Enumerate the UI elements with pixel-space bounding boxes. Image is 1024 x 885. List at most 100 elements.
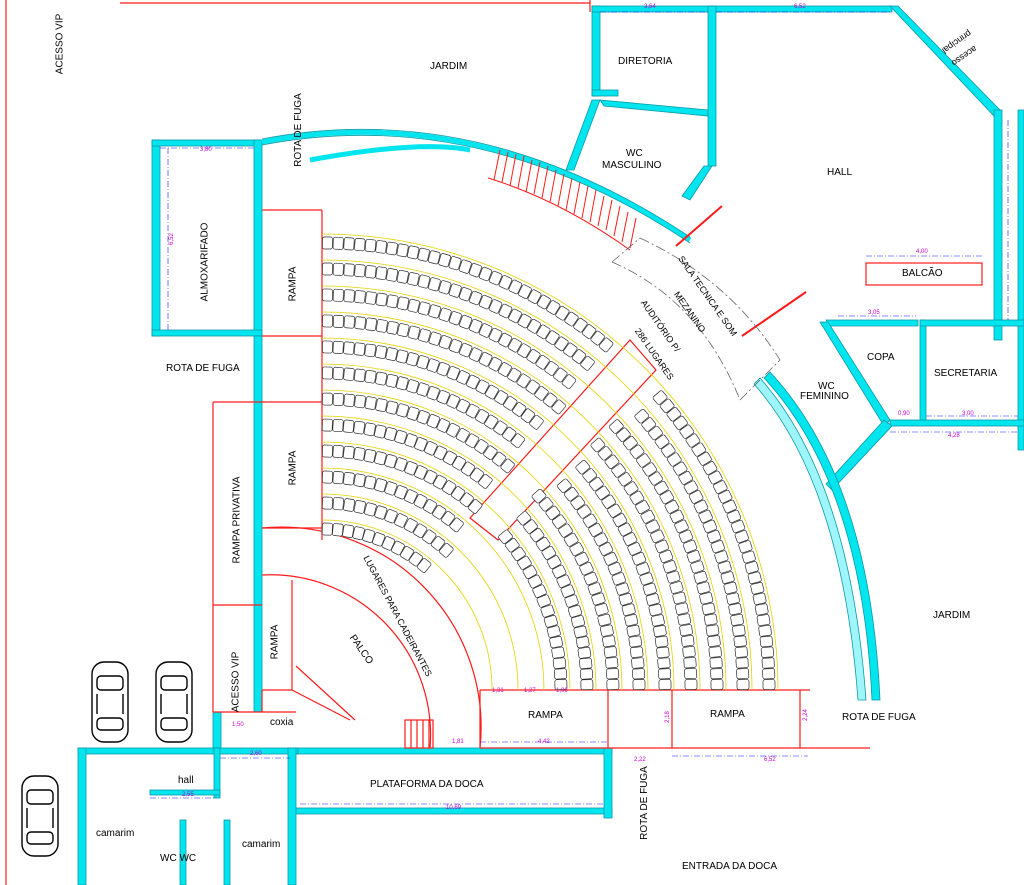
seat: [564, 311, 579, 327]
seat: [342, 419, 355, 433]
seat: [690, 560, 705, 574]
seat: [679, 624, 693, 637]
seat: [332, 471, 344, 485]
seat: [682, 646, 696, 658]
seating-rows: [321, 233, 779, 691]
seat: [560, 584, 575, 598]
seat: [322, 236, 333, 250]
seat: [426, 386, 440, 401]
seat: [354, 290, 366, 304]
seat: [608, 419, 624, 434]
seat: [546, 300, 561, 315]
property-boundary: [5, 0, 591, 885]
seat: [611, 463, 626, 478]
seat: [428, 277, 441, 292]
seat: [468, 290, 483, 306]
seat: [527, 289, 542, 304]
seat: [632, 668, 646, 680]
seat: [579, 561, 594, 576]
walls: [77, 5, 1024, 885]
seat: [744, 561, 759, 574]
seat: [406, 352, 419, 367]
seat: [396, 243, 409, 258]
seat: [750, 582, 765, 595]
seat: [500, 458, 515, 474]
seat: [588, 522, 603, 537]
seat: [502, 426, 517, 442]
seat: [684, 679, 698, 690]
seat: [321, 418, 333, 432]
seat: [580, 355, 595, 371]
seat: [404, 433, 418, 448]
label-wc-masculino-1: WC: [626, 148, 643, 159]
seat: [534, 386, 549, 401]
seat: [602, 635, 616, 648]
seat: [529, 414, 544, 430]
seat: [404, 489, 418, 504]
seat: [657, 657, 671, 669]
seat: [510, 433, 525, 449]
seat: [332, 523, 344, 537]
seat: [629, 490, 645, 505]
seat: [545, 330, 560, 346]
seat: [651, 614, 665, 627]
label-rampa-privativa: RAMPA PRIVATIVA: [231, 476, 243, 564]
seat: [375, 371, 388, 386]
seat: [616, 427, 631, 442]
seat: [587, 582, 602, 596]
seat: [413, 493, 428, 509]
seat: [372, 532, 386, 547]
dimension-lines: [150, 11, 1018, 805]
seat: [575, 459, 591, 475]
seat: [396, 376, 409, 391]
seat: [448, 256, 462, 271]
seat: [702, 519, 718, 534]
seat: [517, 313, 532, 329]
label-almoxarifado: ALMOXARIFADO: [199, 222, 211, 302]
seat: [734, 530, 749, 544]
seat: [475, 379, 490, 395]
seat: [406, 406, 420, 421]
seat: [386, 294, 399, 309]
seat: [682, 539, 698, 553]
seat: [426, 358, 440, 373]
label-coxia: coxia: [270, 717, 294, 728]
seat: [623, 481, 639, 496]
seat: [597, 446, 613, 461]
dim-label: 2,22: [634, 757, 646, 763]
seat: [508, 308, 522, 324]
seat: [612, 513, 628, 528]
seat-row-guide: [321, 519, 493, 691]
seat: [417, 247, 430, 262]
seat: [538, 497, 554, 512]
seat: [494, 390, 509, 405]
seat: [551, 399, 566, 415]
seat: [391, 540, 405, 556]
seat: [549, 636, 563, 649]
seat: [488, 270, 503, 286]
label-rampa-low: RAMPA: [269, 624, 281, 660]
seat: [478, 294, 493, 310]
seat: [752, 592, 767, 605]
seat: [760, 646, 774, 658]
seat: [396, 269, 409, 284]
seat: [343, 498, 355, 512]
seat: [469, 467, 485, 483]
seat: [541, 545, 557, 560]
seat: [438, 307, 452, 322]
seat: [423, 469, 438, 485]
seat: [531, 488, 547, 504]
seat: [455, 427, 470, 443]
seat: [353, 420, 366, 435]
seat: [699, 592, 714, 605]
seat: [418, 328, 431, 343]
seat: [554, 336, 569, 352]
seat: [416, 558, 432, 573]
seat: [604, 454, 620, 469]
seat: [691, 442, 707, 457]
seat: [570, 495, 586, 510]
seat: [629, 444, 645, 459]
seat: [546, 625, 561, 638]
seat: [478, 323, 493, 338]
seat: [374, 505, 388, 520]
